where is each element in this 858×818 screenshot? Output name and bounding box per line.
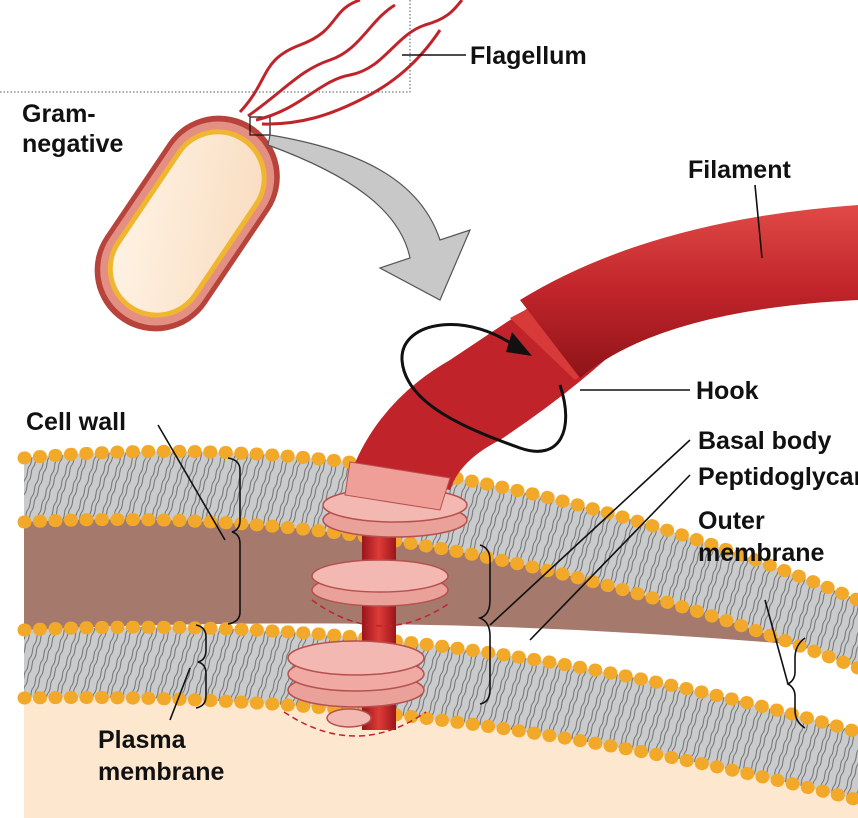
label-gram-2: negative [22, 130, 124, 158]
bracket-cell-wall [227, 457, 241, 625]
basal-ring-p-top [311, 559, 449, 593]
leader-cell-wall [157, 424, 226, 541]
plasma-membrane-beads-bottom [17, 690, 858, 807]
bacterium [94, 115, 280, 332]
flagellum-strands [238, 0, 464, 126]
zoom-box [249, 116, 271, 136]
basal-dashed-outline [283, 711, 427, 737]
label-cell-wall: Cell wall [26, 408, 126, 436]
bracket-basal [477, 544, 491, 705]
label-outer-2: membrane [698, 539, 825, 567]
label-gram-1: Gram- [22, 100, 96, 128]
label-hook: Hook [696, 377, 759, 405]
bracket-plasma [195, 624, 207, 709]
leader-filament [754, 184, 763, 259]
cytoplasm [24, 682, 858, 818]
plasma-membrane-lipids [24, 627, 858, 800]
label-peptidoglycan: Peptidoglycan [698, 463, 858, 491]
rotation-arrow [400, 323, 568, 453]
outer-membrane-lipids [24, 451, 858, 668]
leader-plasma [169, 667, 191, 721]
plasma-membrane-beads-top [17, 620, 858, 739]
label-plasma-2: membrane [98, 758, 225, 786]
leader-lines [157, 54, 806, 729]
filament [520, 205, 858, 378]
dotted-frame [0, 0, 411, 93]
zoom-arrow [267, 134, 472, 301]
basal-body [283, 487, 468, 737]
leader-outer [764, 599, 789, 685]
outer-membrane-beads-bottom [17, 513, 858, 675]
basal-rod-end [326, 708, 372, 728]
basal-dashed-outline-2 [311, 599, 449, 627]
hook-pink-collar [344, 461, 451, 511]
basal-ring-ms-top [287, 640, 425, 676]
label-basal-body: Basal body [698, 427, 831, 455]
leader-peptidoglycan [529, 474, 691, 641]
label-flagellum: Flagellum [470, 42, 587, 70]
leader-basal [489, 439, 691, 626]
label-filament: Filament [688, 156, 791, 184]
label-outer-1: Outer [698, 507, 765, 535]
rotation-arrowhead [506, 332, 532, 356]
label-plasma-1: Plasma [98, 726, 187, 754]
